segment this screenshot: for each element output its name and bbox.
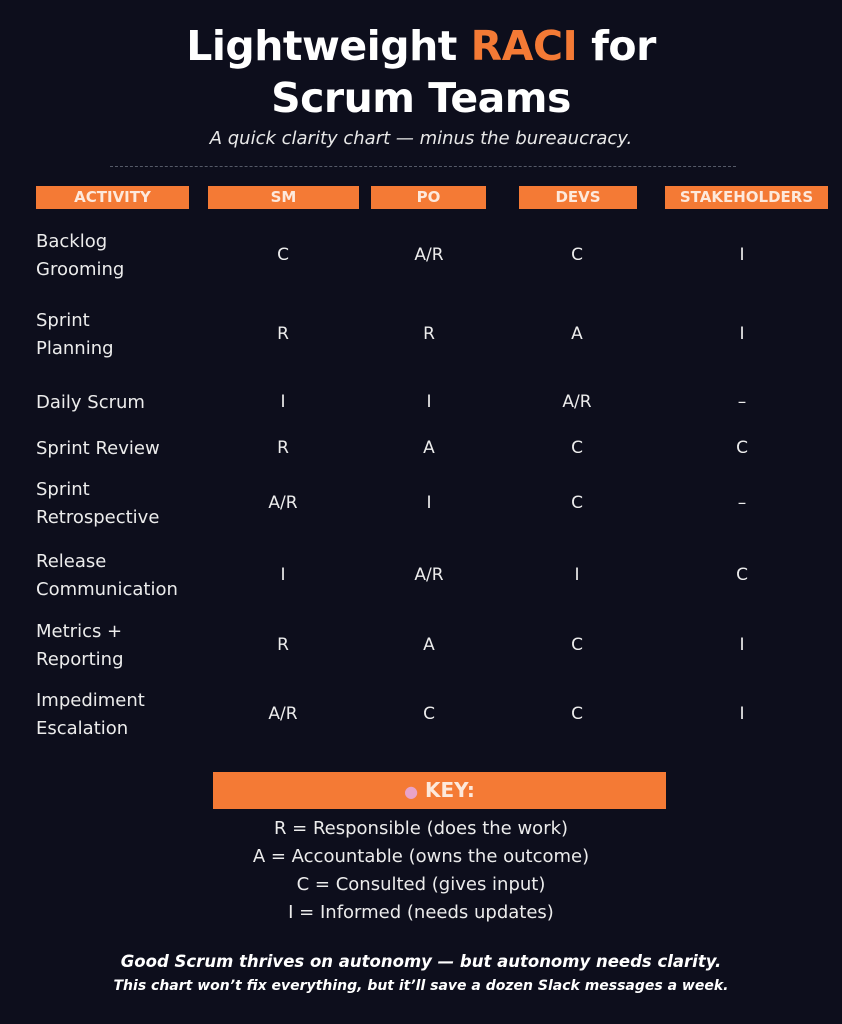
raci-cell: – — [737, 392, 747, 412]
key-line: A = Accountable (owns the outcome) — [252, 846, 590, 867]
raci-cell: I — [739, 245, 745, 265]
raci-cell: C — [423, 704, 435, 724]
subtitle: A quick clarity chart — minus the bureau… — [209, 128, 633, 149]
title-accent: RACI — [470, 22, 578, 70]
raci-cell: C — [736, 565, 748, 585]
key-line: C = Consulted (gives input) — [296, 874, 546, 895]
raci-cell: I — [574, 565, 580, 585]
raci-cell: C — [277, 245, 289, 265]
raci-cell: R — [423, 324, 435, 344]
key-line: I = Informed (needs updates) — [288, 902, 554, 923]
activity-line: Impediment — [36, 690, 145, 711]
divider — [110, 166, 736, 167]
raci-cell: C — [736, 438, 748, 458]
raci-cell: I — [739, 324, 745, 344]
activity-line: Grooming — [36, 259, 125, 280]
raci-cell: A — [423, 438, 435, 458]
raci-cell: C — [571, 704, 583, 724]
key-title: KEY: — [425, 778, 475, 802]
activity-label: Daily Scrum — [36, 389, 145, 417]
brain-icon: ● — [404, 782, 419, 801]
raci-cell: A — [571, 324, 583, 344]
column-header-activity: ACTIVITY — [36, 186, 189, 209]
raci-cell: C — [571, 635, 583, 655]
raci-cell: I — [426, 392, 432, 412]
raci-cell: C — [571, 245, 583, 265]
footer-line1: Good Scrum thrives on autonomy — but aut… — [120, 952, 722, 971]
raci-cell: R — [277, 635, 289, 655]
raci-cell: A/R — [268, 704, 298, 724]
title-text: for — [577, 22, 656, 70]
column-header-po: PO — [371, 186, 486, 209]
activity-line: Daily Scrum — [36, 392, 145, 413]
key-header: ● KEY: — [213, 772, 666, 809]
raci-cell: A — [423, 635, 435, 655]
raci-cell: C — [571, 438, 583, 458]
activity-line: Reporting — [36, 649, 124, 670]
activity-line: Sprint — [36, 479, 90, 500]
column-header-devs: DEVS — [519, 186, 637, 209]
raci-cell: I — [280, 392, 286, 412]
title-text: Lightweight — [186, 22, 471, 70]
raci-cell: R — [277, 324, 289, 344]
raci-cell: A/R — [414, 565, 444, 585]
activity-line: Retrospective — [36, 507, 160, 528]
page-title-line2: Scrum Teams — [271, 74, 571, 122]
activity-line: Communication — [36, 579, 178, 600]
raci-cell: A/R — [562, 392, 592, 412]
raci-cell: C — [571, 493, 583, 513]
raci-cell: – — [737, 493, 747, 513]
activity-label: Metrics + Reporting — [36, 618, 124, 674]
raci-cell: I — [739, 635, 745, 655]
activity-line: Release — [36, 551, 107, 572]
activity-line: Sprint — [36, 310, 90, 331]
activity-line: Planning — [36, 338, 114, 359]
activity-label: Sprint Review — [36, 435, 160, 463]
footer-line2: This chart won’t fix everything, but it’… — [113, 978, 729, 994]
raci-cell: I — [280, 565, 286, 585]
activity-line: Escalation — [36, 718, 129, 739]
raci-cell: A/R — [414, 245, 444, 265]
page-title-line1: Lightweight RACI for — [0, 20, 842, 72]
raci-cell: R — [277, 438, 289, 458]
column-header-sm: SM — [208, 186, 359, 209]
column-header-stakeholders: STAKEHOLDERS — [665, 186, 828, 209]
activity-line: Sprint Review — [36, 438, 160, 459]
raci-cell: A/R — [268, 493, 298, 513]
raci-cell: I — [739, 704, 745, 724]
activity-line: Metrics + — [36, 621, 123, 642]
key-line: R = Responsible (does the work) — [273, 818, 569, 839]
activity-line: Backlog — [36, 231, 108, 252]
raci-cell: I — [426, 493, 432, 513]
